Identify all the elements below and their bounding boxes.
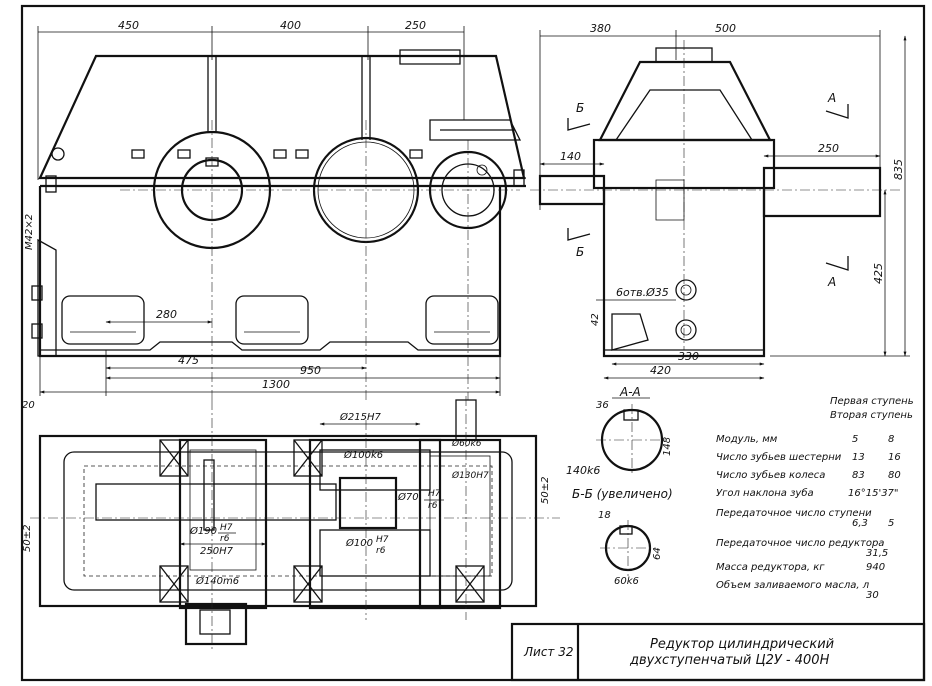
plan-dim-250h7: 250H7	[200, 546, 234, 557]
spec-row-label: Угол наклона зуба	[716, 487, 814, 499]
side-dim-140: 140	[560, 150, 581, 163]
plan-fit-r6-b: r6	[220, 534, 230, 544]
side-dim-500: 500	[715, 22, 736, 35]
spec-row-label: Число зубьев шестерни	[716, 451, 842, 463]
plan-dim-215h7: Ø215H7	[339, 411, 381, 423]
title-block: Лист 32 Редуктор цилиндрический двухступ…	[510, 622, 926, 682]
section-aa-title: А-А	[619, 385, 641, 399]
sheet-border	[20, 4, 926, 682]
spec-row-v2: 80	[888, 470, 901, 481]
side-dim-250: 250	[818, 142, 839, 155]
section-mark-a-bottom: А	[827, 275, 836, 289]
spec-row-v2: 16	[888, 452, 901, 463]
sheet-label: Лист 32	[523, 645, 574, 659]
spec-row-v1: 13	[852, 452, 865, 463]
front-dim-m42: М42×2	[24, 214, 35, 250]
plan-dim-60k6: Ø60k6	[451, 438, 482, 449]
plan-dim-140m6: Ø140m6	[195, 575, 239, 587]
plan-dim-100k6: Ø100k6	[343, 449, 383, 461]
plan-view: Ø215H7 Ø100k6 Ø60k6 Ø130H7 Ø70 H7 r6 Ø19…	[22, 396, 560, 650]
plan-dim-70: Ø70	[397, 491, 419, 503]
front-view: 450 400 250	[22, 19, 526, 411]
front-dim-400: 400	[280, 19, 301, 32]
spec-table: Первая ступень Вторая ступень Модуль, мм…	[716, 396, 914, 601]
section-aa-dim-148: 148	[662, 437, 673, 456]
front-dim-475: 475	[178, 354, 199, 367]
front-dim-280: 280	[156, 308, 177, 321]
section-bb: Б-Б (увеличено) 18 64 60k6	[572, 487, 673, 587]
section-bb-title: Б-Б (увеличено)	[572, 487, 673, 501]
spec-header-col1: Первая ступень	[830, 396, 914, 407]
section-mark-b-bottom: Б	[576, 245, 584, 259]
spec-row-label: Передаточное число редуктора	[716, 538, 884, 549]
side-dim-425: 425	[872, 263, 885, 284]
plan-dim-130h7: Ø130H7	[451, 470, 489, 481]
spec-row-label: Объем заливаемого масла, л	[716, 579, 870, 591]
spec-row-v1: 940	[866, 562, 885, 573]
section-mark-a-top: А	[827, 91, 836, 105]
spec-row-v1: 5	[852, 434, 858, 445]
plan-dim-190: Ø190	[189, 525, 217, 537]
drawing-title-line1: Редуктор цилиндрический	[650, 637, 834, 652]
spec-row-v1: 31,5	[866, 548, 888, 559]
front-dim-20: 20	[22, 400, 35, 411]
spec-row-label: Масса редуктора, кг	[716, 562, 825, 573]
front-dim-1300: 1300	[262, 378, 290, 391]
spec-header-col2: Вторая ступень	[830, 410, 913, 421]
section-aa: А-А 36 148 140k6	[566, 385, 673, 477]
plan-fit-r6-a: r6	[428, 501, 438, 511]
side-view: 380 500 140 250 835 425 6отв.Ø35	[530, 22, 910, 380]
plan-dim-50-right: 50±2	[540, 477, 551, 504]
side-dim-42: 42	[590, 313, 601, 326]
plan-fit-r6-c: r6	[376, 546, 386, 556]
spec-row-label: Число зубьев колеса	[716, 469, 825, 481]
side-dim-835: 835	[892, 159, 905, 180]
plan-dim-50-left: 50±2	[22, 525, 33, 552]
spec-row-label: Передаточное число ступени	[716, 508, 872, 519]
plan-fit-h7-b: H7	[220, 523, 233, 533]
plan-fit-h7-c: H7	[376, 535, 389, 545]
section-mark-b-top: Б	[576, 101, 584, 115]
section-bb-dim-64: 64	[652, 547, 663, 560]
spec-row-v1: 83	[852, 470, 865, 481]
side-dim-420: 420	[650, 364, 671, 377]
spec-row-label: Модуль, мм	[716, 434, 778, 445]
front-dim-250: 250	[405, 19, 426, 32]
front-dim-950: 950	[300, 364, 321, 377]
side-holes-label: 6отв.Ø35	[616, 286, 669, 299]
section-bb-dim-18: 18	[598, 510, 611, 521]
spec-row-v2: 8	[888, 434, 894, 445]
spec-row-v1: 6,3	[852, 518, 868, 529]
front-dim-450: 450	[118, 19, 139, 32]
plan-dim-100: Ø100	[345, 537, 373, 549]
side-dim-380: 380	[590, 22, 611, 35]
drawing-title-line2: двухступенчатый Ц2У - 400Н	[629, 653, 830, 668]
side-dim-330: 330	[678, 350, 699, 363]
section-bb-dim-60k6: 60k6	[614, 576, 639, 587]
section-aa-dim-36: 36	[596, 400, 609, 411]
spec-row-v1: 30	[866, 590, 879, 601]
section-aa-dim-140k6: 140k6	[566, 464, 600, 477]
spec-row-v1: 16°15'37"	[848, 488, 899, 499]
spec-row-v2: 5	[888, 518, 894, 529]
plan-fit-h7-a: H7	[428, 489, 441, 499]
